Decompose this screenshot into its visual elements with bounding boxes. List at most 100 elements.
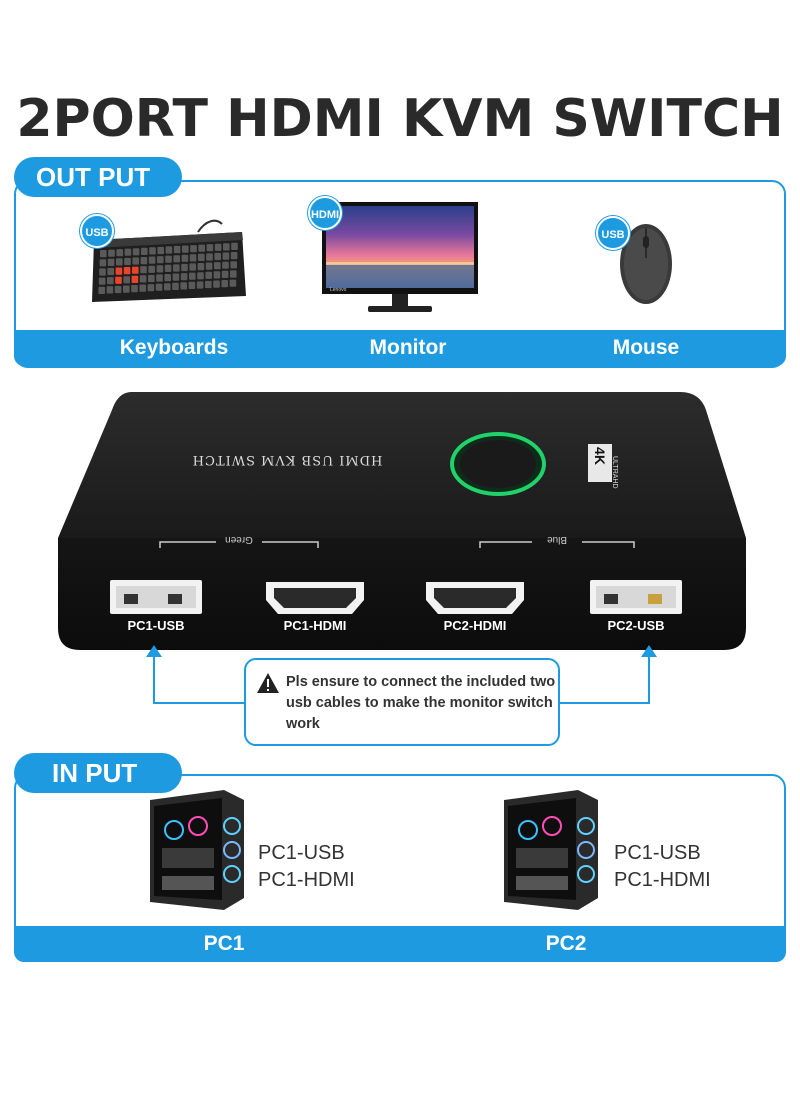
keyboard-key: [181, 263, 188, 272]
port-pc2-hdmi: PC2-HDMI: [443, 618, 507, 633]
keyboard-key: [221, 280, 228, 288]
keyboard-key: [206, 253, 213, 261]
keyboard-key: [182, 245, 189, 253]
keyboard-key: [205, 271, 212, 279]
arrow-up-right: [641, 645, 657, 657]
keyboard-key: [230, 252, 238, 260]
keyboard-key: [140, 266, 147, 274]
monitor-image: [318, 200, 482, 320]
pc1-port-hdmi: PC1-HDMI: [258, 869, 355, 891]
keyboard-key: [214, 243, 222, 251]
pc2-label: PC2: [545, 932, 587, 955]
keyboard-key: [99, 268, 106, 276]
keyboard-key: [155, 283, 163, 291]
keyboard-key: [132, 257, 139, 265]
connector-left-vertical: [153, 656, 155, 704]
keyboard-key: [98, 277, 106, 285]
keyboard-key: [222, 261, 229, 269]
keyboard-usb-badge: USB: [80, 214, 114, 248]
keyboard-key: [139, 275, 147, 283]
keyboard-key: [180, 282, 187, 290]
warning-text: Pls ensure to connect the included two u…: [286, 674, 556, 732]
keyboard-key: [107, 258, 115, 266]
keyboard-key: [229, 279, 237, 287]
keyboard-key: [123, 285, 130, 293]
monitor-brand: Lenovo: [330, 287, 347, 293]
kvm-switch-device: HDMI USB KVM SWITCH 4K ULTRAHD Green Blu…: [52, 388, 752, 652]
warning-note: Pls ensure to connect the included two u…: [244, 658, 560, 746]
keyboard-key: [173, 245, 181, 254]
warning-icon: [256, 672, 280, 694]
keyboard-key: [189, 272, 196, 280]
keyboard-key: [213, 271, 221, 279]
input-tag: IN PUT: [14, 753, 182, 793]
keyboard-key: [164, 264, 172, 272]
pc2-port-hdmi: PC1-HDMI: [614, 869, 711, 891]
connector-right-vertical: [648, 656, 650, 704]
group-blue-label: Blue: [547, 534, 568, 545]
keyboard-key: [148, 274, 155, 283]
keyboard-key: [132, 266, 139, 274]
keyboard-key: [165, 246, 173, 254]
keyboard-key: [114, 285, 122, 294]
keyboard-key: [197, 263, 205, 271]
keyboard-key: [157, 256, 164, 264]
mouse-usb-badge: USB: [596, 216, 630, 250]
keyboard-key: [206, 244, 214, 252]
keyboard-key: [180, 273, 188, 281]
pc1-tower-image: [140, 786, 248, 912]
keyboard-key: [189, 263, 196, 271]
port-pc2-usb: PC2-USB: [607, 618, 665, 633]
badge-ultrahd: ULTRAHD: [611, 456, 618, 489]
keyboard-key: [148, 256, 156, 264]
keyboard-key: [124, 248, 132, 256]
pc2-port-usb: PC1-USB: [614, 842, 701, 864]
keyboard-key: [115, 267, 123, 275]
output-label-bar: Keyboards Monitor Mouse: [14, 330, 786, 366]
keyboard-key: [156, 274, 163, 282]
keyboard-key: [181, 254, 189, 262]
pc1-port-usb: PC1-USB: [258, 842, 345, 864]
keyboard-key: [148, 265, 155, 273]
keyboard-key: [164, 274, 171, 282]
keyboard-key: [214, 262, 221, 270]
keyboard-key: [131, 275, 139, 283]
keyboard-key: [173, 264, 180, 272]
keyboard-key: [198, 253, 205, 261]
arrow-up-left: [146, 645, 162, 657]
keyboard-key: [124, 257, 131, 266]
keyboard-key: [214, 252, 221, 261]
keyboard-key: [197, 272, 204, 280]
keyboard-key: [139, 284, 146, 292]
page-title: 2PORT HDMI KVM SWITCH: [16, 89, 784, 149]
keyboard-key: [213, 280, 220, 288]
input-label-bar: PC1 PC2: [14, 926, 786, 962]
keyboard-key: [196, 281, 204, 289]
pc2-tower-image: [494, 786, 602, 912]
keyboard-key: [107, 267, 114, 276]
monitor-hdmi-badge: HDMI: [308, 196, 342, 230]
keyboard-key: [149, 247, 156, 255]
keyboard-key: [132, 248, 140, 256]
port-pc1-hdmi: PC1-HDMI: [283, 618, 347, 633]
pc1-label: PC1: [203, 932, 245, 955]
keyboard-key: [205, 262, 213, 270]
output-tag: OUT PUT: [14, 157, 182, 197]
keyboard-key: [140, 257, 148, 265]
keyboard-key: [198, 244, 205, 252]
keyboard-key: [230, 270, 237, 278]
badge-4k: 4K: [592, 447, 608, 465]
keyboard-key: [221, 270, 229, 278]
keyboard-key: [107, 277, 114, 285]
keyboard-key: [115, 276, 122, 284]
connector-right-horizontal: [558, 702, 650, 704]
connector-left-horizontal: [153, 702, 245, 704]
keyboard-key: [98, 286, 105, 294]
group-green-label: Green: [225, 534, 253, 545]
keyboard-key: [116, 249, 123, 257]
keyboard-key: [230, 261, 237, 269]
keyboard-key: [189, 254, 197, 262]
keyboard-key: [156, 265, 164, 273]
mouse-image: [616, 218, 676, 308]
keyboard-key: [231, 242, 238, 250]
